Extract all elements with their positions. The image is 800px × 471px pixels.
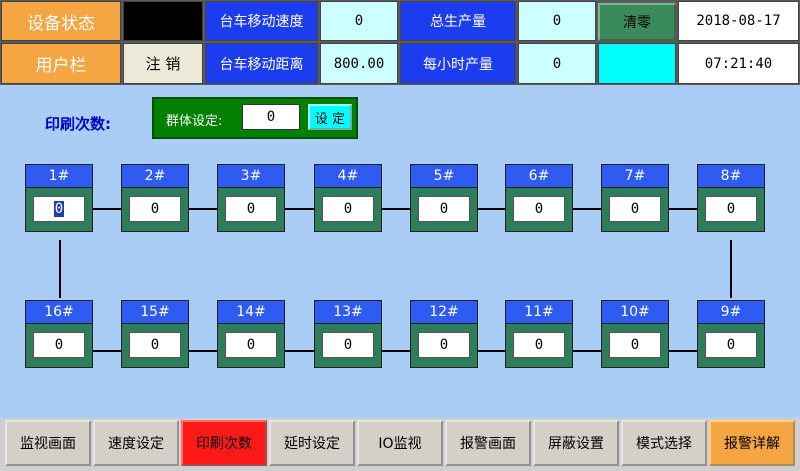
station-value-input[interactable]: 0 <box>225 196 277 222</box>
station-label: 10# <box>601 300 669 324</box>
status-lamp <box>598 43 676 84</box>
hourly-output-label: 每小时产量 <box>400 43 516 84</box>
station-16[interactable]: 16# 0 <box>25 300 93 368</box>
nav-mask-setting[interactable]: 屏蔽设置 <box>533 420 619 466</box>
nav-alarm-screen[interactable]: 报警画面 <box>445 420 531 466</box>
station-value-input[interactable]: 0 <box>129 196 181 222</box>
station-label: 9# <box>697 300 765 324</box>
group-setting-button[interactable]: 设 定 <box>308 104 352 130</box>
cart-speed-value: 0 <box>320 1 398 41</box>
station-label: 7# <box>601 164 669 188</box>
station-label: 13# <box>314 300 382 324</box>
nav-mode-select[interactable]: 模式选择 <box>621 420 707 466</box>
station-value-input[interactable]: 0 <box>513 196 565 222</box>
station-3[interactable]: 3# 0 <box>217 164 285 232</box>
station-4[interactable]: 4# 0 <box>314 164 382 232</box>
date-display: 2018-08-17 <box>678 1 799 41</box>
station-label: 11# <box>505 300 573 324</box>
station-label: 6# <box>505 164 573 188</box>
nav-delay-setting[interactable]: 延时设定 <box>269 420 355 466</box>
nav-speed-setting[interactable]: 速度设定 <box>93 420 179 466</box>
station-label: 14# <box>217 300 285 324</box>
station-value-input[interactable]: 0 <box>322 196 374 222</box>
station-label: 1# <box>25 164 93 188</box>
cart-speed-label: 台车移动速度 <box>205 1 318 41</box>
group-setting-input[interactable]: 0 <box>242 104 300 130</box>
station-value-input[interactable]: 0 <box>225 332 277 358</box>
hourly-output-value: 0 <box>518 43 596 84</box>
cart-distance-value: 800.00 <box>320 43 398 84</box>
top-connector-line <box>60 208 732 210</box>
station-value-input[interactable]: 0 <box>705 196 757 222</box>
total-output-value: 0 <box>518 1 596 41</box>
station-value-input[interactable]: 0 <box>322 332 374 358</box>
station-value-input[interactable]: 0 <box>609 196 661 222</box>
nav-io-monitor[interactable]: IO监视 <box>357 420 443 466</box>
station-14[interactable]: 14# 0 <box>217 300 285 368</box>
station-8[interactable]: 8# 0 <box>697 164 765 232</box>
station-value-input[interactable]: 0 <box>418 332 470 358</box>
station-label: 4# <box>314 164 382 188</box>
right-connector-line <box>730 240 732 298</box>
print-count-label: 印刷次数: <box>45 115 111 133</box>
station-label: 12# <box>410 300 478 324</box>
user-bar-button[interactable]: 用户栏 <box>1 43 121 84</box>
station-9[interactable]: 9# 0 <box>697 300 765 368</box>
station-value-input[interactable]: 0 <box>418 196 470 222</box>
total-output-label: 总生产量 <box>400 1 516 41</box>
station-10[interactable]: 10# 0 <box>601 300 669 368</box>
station-label: 3# <box>217 164 285 188</box>
station-5[interactable]: 5# 0 <box>410 164 478 232</box>
station-7[interactable]: 7# 0 <box>601 164 669 232</box>
station-value-input[interactable]: 0 <box>705 332 757 358</box>
status-indicator <box>123 1 203 41</box>
station-label: 16# <box>25 300 93 324</box>
left-connector-line <box>59 240 61 298</box>
station-value-input[interactable]: 0 <box>609 332 661 358</box>
station-value-input[interactable]: 0 <box>33 196 85 222</box>
bottom-connector-line <box>60 350 732 352</box>
logout-button[interactable]: 注 销 <box>123 43 203 84</box>
device-status-button[interactable]: 设备状态 <box>1 1 121 41</box>
station-label: 5# <box>410 164 478 188</box>
station-13[interactable]: 13# 0 <box>314 300 382 368</box>
nav-print-count[interactable]: 印刷次数 <box>181 420 267 466</box>
station-value-input[interactable]: 0 <box>129 332 181 358</box>
station-label: 2# <box>121 164 189 188</box>
time-display: 07:21:40 <box>678 43 799 84</box>
cart-distance-label: 台车移动距离 <box>205 43 318 84</box>
station-11[interactable]: 11# 0 <box>505 300 573 368</box>
station-label: 8# <box>697 164 765 188</box>
clear-button[interactable]: 清零 <box>598 3 676 41</box>
station-2[interactable]: 2# 0 <box>121 164 189 232</box>
station-value-input[interactable]: 0 <box>513 332 565 358</box>
nav-monitor-screen[interactable]: 监视画面 <box>5 420 91 466</box>
station-6[interactable]: 6# 0 <box>505 164 573 232</box>
station-value-input[interactable]: 0 <box>33 332 85 358</box>
station-12[interactable]: 12# 0 <box>410 300 478 368</box>
station-15[interactable]: 15# 0 <box>121 300 189 368</box>
nav-alarm-details[interactable]: 报警详解 <box>709 420 795 466</box>
station-1[interactable]: 1# 0 <box>25 164 93 232</box>
station-label: 15# <box>121 300 189 324</box>
group-setting-panel: 群体设定: 0 设 定 <box>152 97 358 139</box>
group-setting-label: 群体设定: <box>166 114 223 129</box>
